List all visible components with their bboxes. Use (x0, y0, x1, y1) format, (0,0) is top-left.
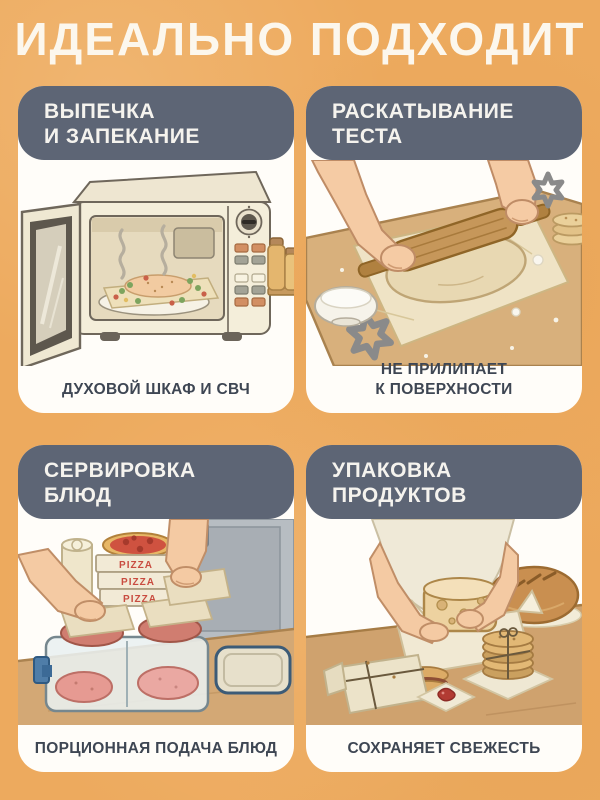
right-hand-icon (486, 160, 539, 225)
card-dough-rolling: РАСКАТЫВАНИЕ ТЕСТА (306, 86, 582, 413)
right-hand-icon (162, 519, 232, 607)
pizza-box-label: PIZZA (119, 560, 153, 571)
card-packaging-caption: СОХРАНЯЕТ СВЕЖЕСТЬ (306, 739, 582, 759)
napkin-jam-icon (415, 681, 477, 713)
pizza-box-label: PIZZA (123, 594, 157, 605)
card-serving-header: СЕРВИРОВКА БЛЮД (18, 445, 294, 519)
card-packaging-caption-line1: СОХРАНЯЕТ СВЕЖЕСТЬ (347, 740, 541, 757)
flour-pinch-icon (511, 254, 544, 317)
serving-illustration: PIZZA PIZZA PIZZA (18, 519, 294, 725)
packaging-illustration (306, 519, 582, 725)
card-dough-rolling-header-line2: ТЕСТА (332, 125, 403, 148)
cards-grid: ВЫПЕЧКА И ЗАПЕКАНИЕ (18, 86, 582, 772)
card-serving-header-line1: СЕРВИРОВКА (44, 459, 196, 482)
pizza-box-label: PIZZA (121, 577, 155, 588)
card-packaging-header-line2: ПРОДУКТОВ (332, 484, 467, 507)
dish-on-parchment-icon (98, 273, 220, 316)
flour-bowl-icon (314, 286, 378, 327)
card-packaging: УПАКОВКА ПРОДУКТОВ (306, 445, 582, 772)
left-hand-icon (18, 547, 106, 623)
right-hand-icon (456, 540, 519, 633)
card-baking-caption: ДУХОВОЙ ШКАФ И СВЧ (18, 380, 294, 400)
card-serving-caption: ПОРЦИОННАЯ ПОДАЧА БЛЮД (18, 739, 294, 759)
card-baking: ВЫПЕЧКА И ЗАПЕКАНИЕ (18, 86, 294, 413)
card-dough-rolling-caption-line1: НЕ ПРИЛИПАЕТ (380, 361, 508, 378)
wrapped-package-icon (322, 653, 451, 715)
open-door-icon (20, 202, 82, 366)
card-dough-rolling-header: РАСКАТЫВАНИЕ ТЕСТА (306, 86, 582, 160)
card-baking-caption-line1: ДУХОВОЙ ШКАФ И СВЧ (61, 381, 251, 398)
steam-icon (118, 224, 168, 280)
card-dough-rolling-caption-line2: К ПОВЕРХНОСТИ (375, 381, 513, 398)
card-baking-header: ВЫПЕЧКА И ЗАПЕКАНИЕ (18, 86, 294, 160)
card-serving: СЕРВИРОВКА БЛЮД (18, 445, 294, 772)
left-hand-icon (310, 160, 416, 272)
card-packaging-header: УПАКОВКА ПРОДУКТОВ (306, 445, 582, 519)
left-hand-icon (368, 540, 449, 645)
page-title: ИДЕАЛЬНО ПОДХОДИТ (14, 13, 586, 65)
card-baking-header-line2: И ЗАПЕКАНИЕ (44, 125, 200, 148)
microwave-illustration (18, 160, 294, 366)
cookie-stack-icon (552, 212, 582, 246)
tied-cookie-stack-icon (461, 627, 555, 700)
card-serving-caption-line1: ПОРЦИОННАЯ ПОДАЧА БЛЮД (34, 740, 278, 757)
control-panel-icon (227, 205, 266, 332)
patties-with-parchment-icon (60, 594, 214, 647)
food-container-icon (33, 635, 210, 713)
microwave-oven-icon (71, 170, 272, 341)
cookie-cutter-icon (346, 171, 565, 361)
spice-jars-icon (267, 237, 294, 296)
card-baking-header-line1: ВЫПЕЧКА (44, 100, 156, 123)
card-dough-rolling-header-line1: РАСКАТЫВАНИЕ (332, 100, 514, 123)
dough-rolling-illustration (306, 160, 582, 366)
card-serving-header-line2: БЛЮД (44, 484, 112, 507)
card-dough-rolling-caption: НЕ ПРИЛИПАЕТ К ПОВЕРХНОСТИ (306, 360, 582, 400)
container-lid-icon (214, 645, 292, 695)
card-packaging-header-line1: УПАКОВКА (332, 459, 452, 482)
